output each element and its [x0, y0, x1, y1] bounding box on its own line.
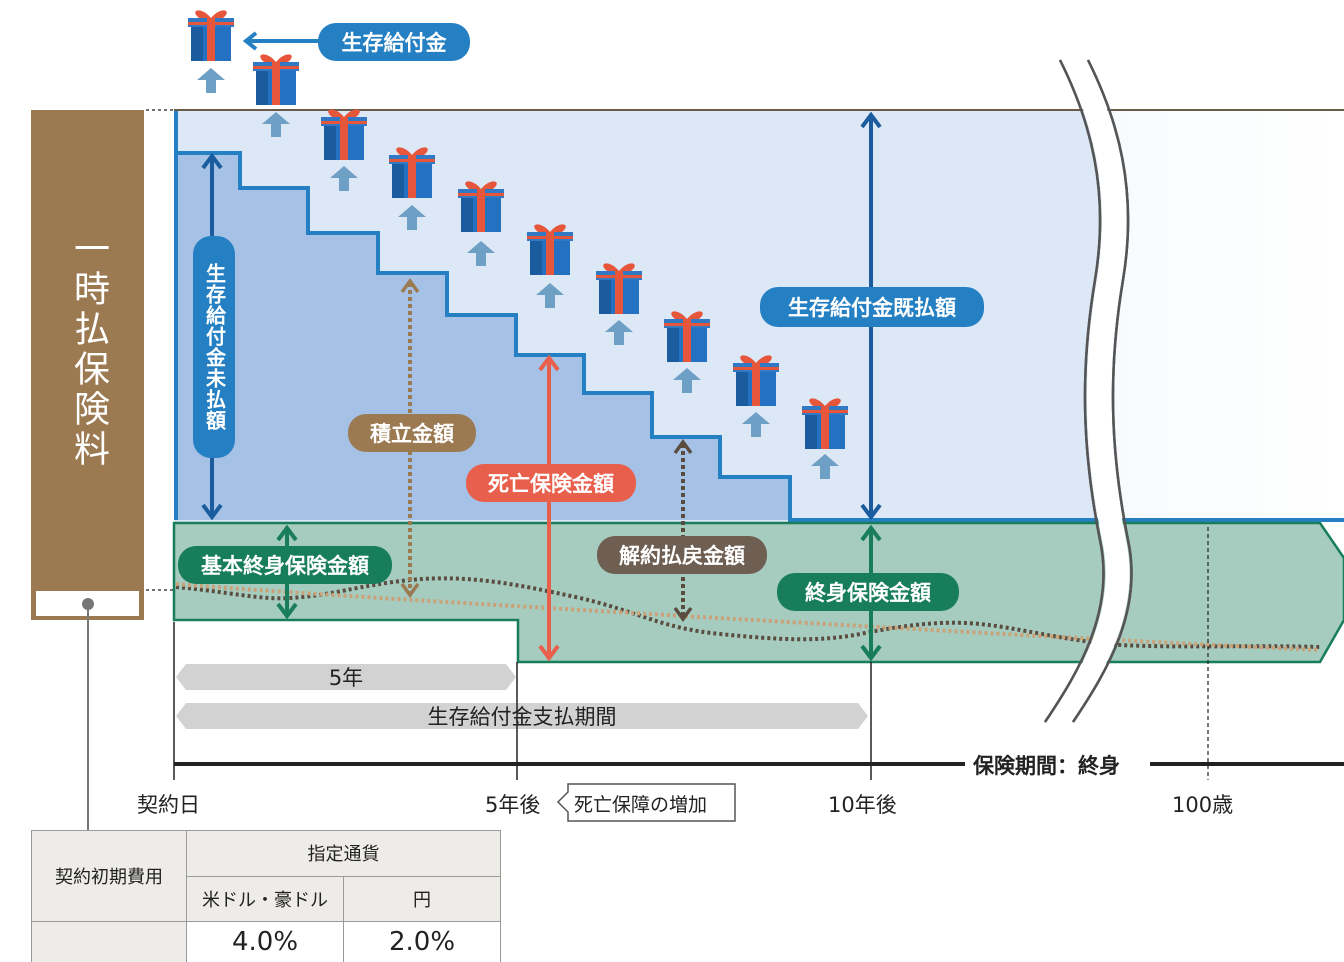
fee-group-header: 指定通貨 [187, 831, 501, 877]
paid-pill: 生存給付金既払額 [760, 287, 984, 327]
whole-life-pill: 終身保険金額 [777, 573, 959, 611]
axis-ten-years-label: 10年後 [828, 789, 897, 819]
initial-fee-table: 契約初期費用 指定通貨 米ドル・豪ドル 円 4.0% 2.0% [31, 830, 501, 962]
death-benefit-pill: 死亡保険金額 [466, 464, 636, 502]
fee-row-header: 契約初期費用 [32, 831, 187, 922]
unpaid-pill: 生存給付金未払額 [193, 236, 235, 458]
five-years-bar-label: 5年 [176, 664, 516, 690]
base-whole-life-pill: 基本終身保険金額 [178, 546, 392, 584]
surrender-pill: 解約払戻金額 [597, 536, 767, 574]
payment-period-bar-label: 生存給付金支払期間 [176, 703, 868, 729]
death-coverage-increase-label: 死亡保障の増加 [574, 790, 707, 817]
reserve-pill: 積立金額 [348, 414, 476, 452]
survival-benefit-pill: 生存給付金 [318, 23, 470, 61]
axis-five-years-label: 5年後 [485, 789, 540, 819]
axis-start-label: 契約日 [137, 789, 200, 819]
fee-col-usd-aud: 米ドル・豪ドル [187, 876, 344, 922]
coverage-period-label: 保険期間：終身 [973, 750, 1120, 780]
axis-hundred-label: 100歳 [1172, 789, 1233, 819]
fee-col-jpy: 円 [344, 876, 501, 922]
premium-label: 一時払保険料 [38, 210, 138, 490]
